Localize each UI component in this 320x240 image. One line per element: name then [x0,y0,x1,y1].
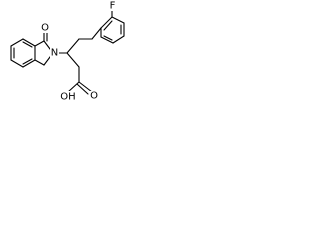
acid-hydroxyl-label: OH [60,92,75,103]
acid-hydroxyl-atom: OH [60,91,76,103]
atom-labels: F O N OH O [40,1,117,103]
propanoic-chain [52,38,93,95]
lactam-nitrogen-atom: N [50,48,59,59]
fluorine-atom: F [108,1,117,12]
acid-carbonyl-oxygen-atom: O [89,91,99,102]
lactam-nitrogen-label: N [51,48,58,59]
fluorine-label: F [110,1,116,12]
chemical-structure-diagram: F O N OH O [10,1,125,103]
fluorophenyl-ring [78,8,125,44]
isoindolinone-benzene-ring [10,38,36,68]
acid-carbonyl-oxygen-label: O [90,91,98,102]
lactam-oxygen-atom: O [40,23,50,34]
lactam-oxygen-label: O [41,23,49,34]
